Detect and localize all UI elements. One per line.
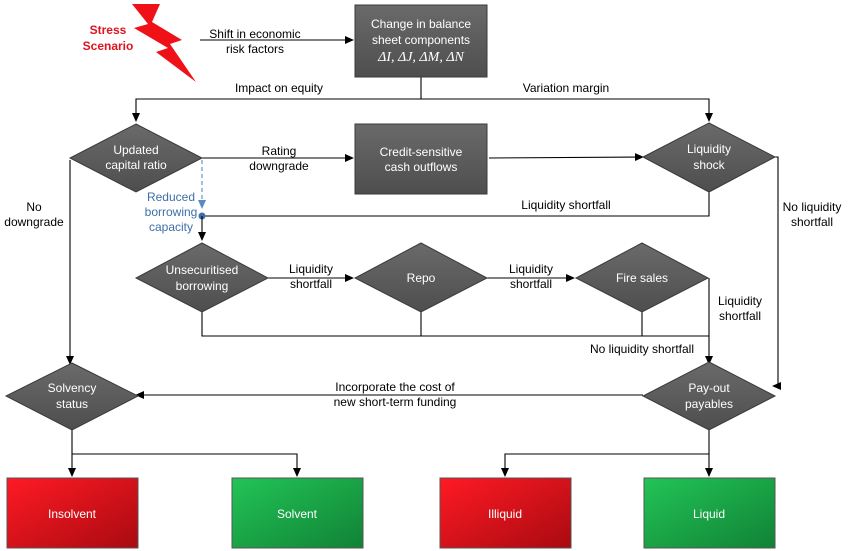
node-liquidity-shock[interactable] <box>641 122 777 193</box>
edge-to-solvent <box>72 453 301 477</box>
no-downgrade-label-2: downgrade <box>4 215 64 229</box>
node-unsecuritised[interactable] <box>134 242 270 313</box>
unsec-line1: Unsecuritised <box>166 263 239 277</box>
unsec-line2: borrowing <box>176 279 229 293</box>
node-illiquid[interactable] <box>439 477 572 549</box>
edge-variation-margin <box>421 98 713 122</box>
edge-credit-to-shock <box>488 153 644 162</box>
shortfall-unsec-label-1: Liquidity <box>289 262 333 276</box>
no-downgrade-label-1: No <box>26 200 42 214</box>
shortfall-fire-label-1: Liquidity <box>718 294 762 308</box>
edge-liquidity-shortfall-top <box>202 192 710 217</box>
updated-capital-line2: capital ratio <box>105 158 167 172</box>
variation-margin-label: Variation margin <box>523 81 609 95</box>
updated-capital-line1: Updated <box>113 143 158 157</box>
node-insolvent[interactable] <box>6 477 139 549</box>
shift-label-1: Shift in economic <box>209 27 300 41</box>
impact-equity-label: Impact on equity <box>235 81 323 95</box>
reduced-label-3: capacity <box>149 220 193 234</box>
no-liq-mid-label: No liquidity shortfall <box>590 342 694 356</box>
liquid-label: Liquid <box>693 507 725 521</box>
payout-line2: payables <box>685 397 733 411</box>
node-repo[interactable] <box>353 242 489 313</box>
node-solvency-status[interactable] <box>4 362 140 431</box>
node-credit-sensitive[interactable] <box>354 123 488 195</box>
shock-line2: shock <box>693 158 725 172</box>
node-solvent[interactable] <box>231 477 364 549</box>
illiquid-label: Illiquid <box>488 507 522 521</box>
edge-impact-equity <box>132 98 421 122</box>
liquidity-shortfall-top-label: Liquidity shortfall <box>521 198 610 212</box>
reduced-label-1: Reduced <box>147 190 195 204</box>
reduced-label-2: borrowing <box>145 205 198 219</box>
incorporate-label-1: Incorporate the cost of <box>335 380 455 394</box>
edge-unsec-down <box>201 312 709 337</box>
balance-line1: Change in balance <box>371 17 471 31</box>
no-liq-right-label-2: shortfall <box>791 215 833 229</box>
insolvent-label: Insolvent <box>48 507 97 521</box>
repo-line1: Repo <box>407 271 436 285</box>
solvency-line2: status <box>56 397 88 411</box>
solvent-label: Solvent <box>277 507 318 521</box>
shift-label-2: risk factors <box>226 42 284 56</box>
shortfall-repo-label-2: shortfall <box>510 277 552 291</box>
stress-line1: Stress <box>90 23 127 37</box>
balance-line2: sheet components <box>372 33 470 47</box>
credit-line2: cash outflows <box>385 160 458 174</box>
lightning-icon <box>132 4 196 82</box>
edge-to-illiquid <box>501 453 709 477</box>
shortfall-fire-label-2: shortfall <box>719 309 761 323</box>
incorporate-label-2: new short-term funding <box>334 395 457 409</box>
credit-line1: Credit-sensitive <box>380 145 463 159</box>
edge-no-liquidity-shortfall-right <box>772 156 781 390</box>
node-balance-sheet[interactable] <box>354 4 488 78</box>
shock-line1: Liquidity <box>687 142 731 156</box>
shortfall-unsec-label-2: shortfall <box>290 277 332 291</box>
fire-line1: Fire sales <box>616 271 668 285</box>
no-liq-right-label-1: No liquidity <box>783 200 842 214</box>
payout-line1: Pay-out <box>688 381 730 395</box>
balance-line3: ΔI, ΔJ, ΔM, ΔN <box>377 50 464 65</box>
node-updated-capital[interactable] <box>68 123 204 193</box>
shortfall-repo-label-1: Liquidity <box>509 262 553 276</box>
solvency-line1: Solvency <box>48 381 97 395</box>
rating-label-2: downgrade <box>249 159 309 173</box>
node-liquid[interactable] <box>643 477 776 549</box>
rating-label-1: Rating <box>262 144 297 158</box>
stress-line2: Scenario <box>83 39 134 53</box>
node-payout[interactable] <box>641 361 777 431</box>
node-fire-sales[interactable] <box>574 242 710 313</box>
